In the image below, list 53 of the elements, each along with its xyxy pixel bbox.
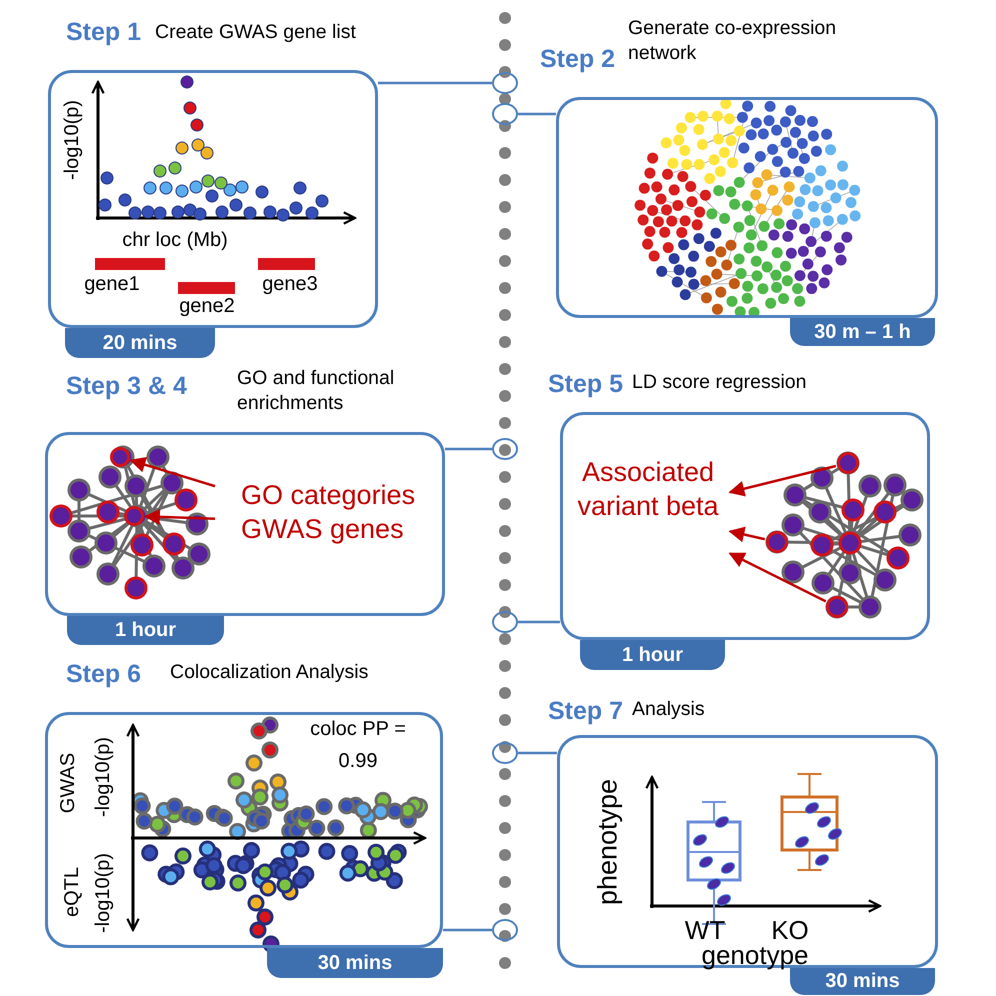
timeline-marker bbox=[492, 438, 518, 460]
duration-tab: 30 mins bbox=[267, 948, 443, 978]
step-title: Colocalization Analysis bbox=[170, 660, 370, 685]
step-heading: Step 5 bbox=[548, 370, 624, 399]
leader-arrow bbox=[129, 456, 216, 488]
gene-label: gene1 bbox=[84, 272, 140, 297]
axis-label: GWAS bbox=[56, 752, 80, 814]
leader-arrow bbox=[728, 526, 766, 542]
step-heading: Step 3 & 4 bbox=[66, 372, 187, 401]
duration-tab: 30 mins bbox=[790, 968, 935, 995]
step-title: GO and functional enrichments bbox=[237, 366, 396, 416]
step-heading: Step 1 bbox=[66, 18, 142, 47]
highlighted-gene-node bbox=[110, 447, 130, 467]
duration-tab: 1 hour bbox=[580, 640, 725, 670]
highlighted-gene-node bbox=[826, 596, 848, 618]
highlighted-gene-node bbox=[837, 452, 859, 474]
highlighted-gene-node bbox=[766, 531, 788, 553]
callout-text: GO categories bbox=[241, 479, 416, 512]
callout-text: Associated variant beta bbox=[576, 456, 720, 523]
statistic-label: coloc PP = 0.99 bbox=[309, 717, 407, 774]
axis-label: -log10(p) bbox=[60, 100, 84, 180]
axis-label: phenotype bbox=[592, 778, 624, 906]
duration-tab: 20 mins bbox=[65, 328, 215, 358]
step-heading: Step 7 bbox=[548, 697, 624, 726]
step-title: LD score regression bbox=[632, 370, 808, 395]
axis-label: -log10(p) bbox=[91, 852, 115, 934]
axis-label: chr loc (Mb) bbox=[122, 228, 228, 253]
leader-arrow bbox=[728, 552, 826, 603]
timeline-marker bbox=[492, 742, 518, 764]
step-heading: Step 2 bbox=[540, 45, 616, 74]
gene-label: gene2 bbox=[179, 294, 235, 319]
timeline-marker bbox=[492, 919, 518, 941]
duration-tab: 30 m – 1 h bbox=[790, 318, 935, 346]
step-title: Create GWAS gene list bbox=[155, 20, 357, 45]
step-title: Generate co-expression network bbox=[628, 16, 838, 66]
connector-line bbox=[518, 752, 557, 754]
connector-line bbox=[518, 112, 556, 116]
callout-text: GWAS genes bbox=[241, 513, 405, 546]
leader-arrow bbox=[144, 508, 216, 525]
connector-line bbox=[378, 82, 492, 84]
connector-line bbox=[518, 620, 560, 624]
connector-line bbox=[443, 928, 492, 932]
connector-line bbox=[445, 448, 492, 450]
timeline-marker bbox=[492, 103, 518, 125]
axis-label: -log10(p) bbox=[91, 736, 115, 818]
axis-label: eQTL bbox=[60, 866, 84, 918]
duration-tab: 1 hour bbox=[67, 616, 224, 645]
timeline-marker bbox=[492, 72, 518, 94]
timeline-marker bbox=[492, 611, 518, 633]
leader-arrow bbox=[728, 464, 836, 496]
step-heading: Step 6 bbox=[66, 660, 142, 689]
gene-label: gene3 bbox=[262, 272, 318, 297]
step-title: Analysis bbox=[632, 697, 706, 722]
